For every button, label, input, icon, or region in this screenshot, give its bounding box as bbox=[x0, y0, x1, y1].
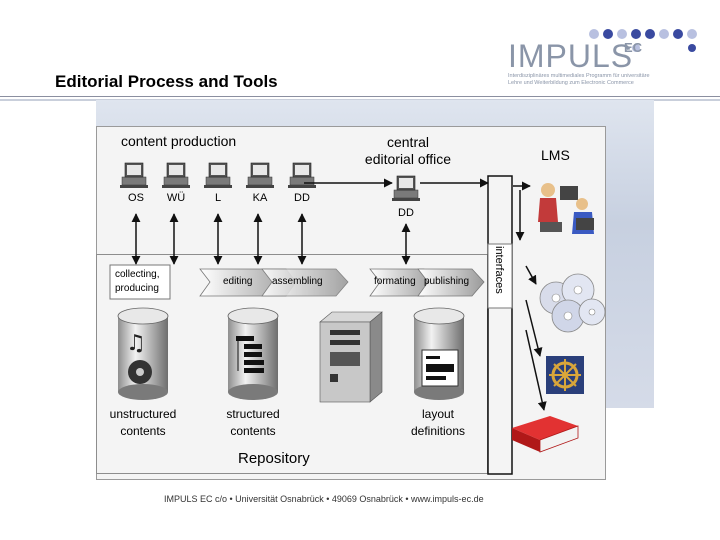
footer-address: IMPULS EC c/o • Universität Osnabrück • … bbox=[164, 494, 484, 504]
ship-wheel-icon bbox=[546, 356, 584, 394]
store-structured-label-1: structured bbox=[226, 407, 280, 421]
process-step-assembling-label: assembling bbox=[272, 276, 323, 287]
workstation-os-icon bbox=[119, 162, 149, 189]
logo-dots-icon bbox=[589, 29, 697, 52]
learners-at-computers-icon bbox=[538, 183, 594, 234]
office-workstation-label: DD bbox=[398, 207, 414, 219]
workstation-ka-label: KA bbox=[252, 192, 268, 204]
workstation-l-label: L bbox=[214, 192, 222, 204]
workstation-os-label: OS bbox=[128, 192, 144, 204]
workstation-ka-icon bbox=[245, 162, 275, 189]
database-layout-icon bbox=[413, 307, 465, 400]
process-step-publishing-chevron bbox=[417, 268, 485, 297]
store-unstructured-label-1: unstructured bbox=[109, 407, 177, 421]
svg-text:♫: ♫ bbox=[126, 331, 146, 356]
store-layout-label-1: layout bbox=[421, 407, 455, 421]
logo-suffix: EC bbox=[624, 40, 643, 55]
repository-label: Repository bbox=[238, 450, 310, 467]
red-book-icon bbox=[512, 416, 579, 453]
content-production-heading: content production bbox=[121, 133, 237, 149]
store-unstructured-label-2: contents bbox=[120, 424, 166, 438]
store-structured-label-2: contents bbox=[230, 424, 276, 438]
store-layout-label-2: definitions bbox=[410, 424, 466, 438]
logo-name: IMPULS bbox=[508, 38, 634, 74]
workstation-wu-label: WÜ bbox=[166, 192, 186, 204]
process-step-formating-label: formating bbox=[374, 276, 416, 287]
workstation-l-icon bbox=[203, 162, 233, 189]
central-office-heading-line2: editorial office bbox=[364, 151, 452, 167]
process-step-publishing-label: publishing bbox=[424, 276, 470, 287]
logo-tagline-1: Interdisziplinäres multimediales Program… bbox=[508, 73, 650, 79]
database-structured-icon bbox=[227, 307, 279, 400]
process-step-collecting-box bbox=[109, 264, 171, 300]
workstation-dd-label: DD bbox=[294, 192, 310, 204]
logo-tagline-2: Lehre und Weiterbildung zum Electronic C… bbox=[508, 80, 634, 86]
cd-discs-icon bbox=[539, 273, 606, 333]
database-unstructured-icon: ♫ bbox=[117, 307, 169, 400]
workstation-dd-icon bbox=[287, 162, 317, 189]
process-step-assembling-chevron bbox=[261, 268, 349, 297]
slide-title: Editorial Process and Tools bbox=[55, 72, 278, 91]
server-tower-icon bbox=[319, 311, 383, 403]
title-divider bbox=[0, 96, 720, 97]
office-workstation-icon bbox=[391, 175, 421, 202]
lms-heading: LMS bbox=[541, 147, 570, 163]
process-step-editing-label: editing bbox=[223, 276, 253, 287]
workstation-wu-icon bbox=[161, 162, 191, 189]
process-step-collecting-label: collecting, producing bbox=[115, 269, 160, 294]
interfaces-label: interfaces bbox=[493, 246, 505, 294]
central-office-heading-line1: central bbox=[386, 134, 430, 150]
